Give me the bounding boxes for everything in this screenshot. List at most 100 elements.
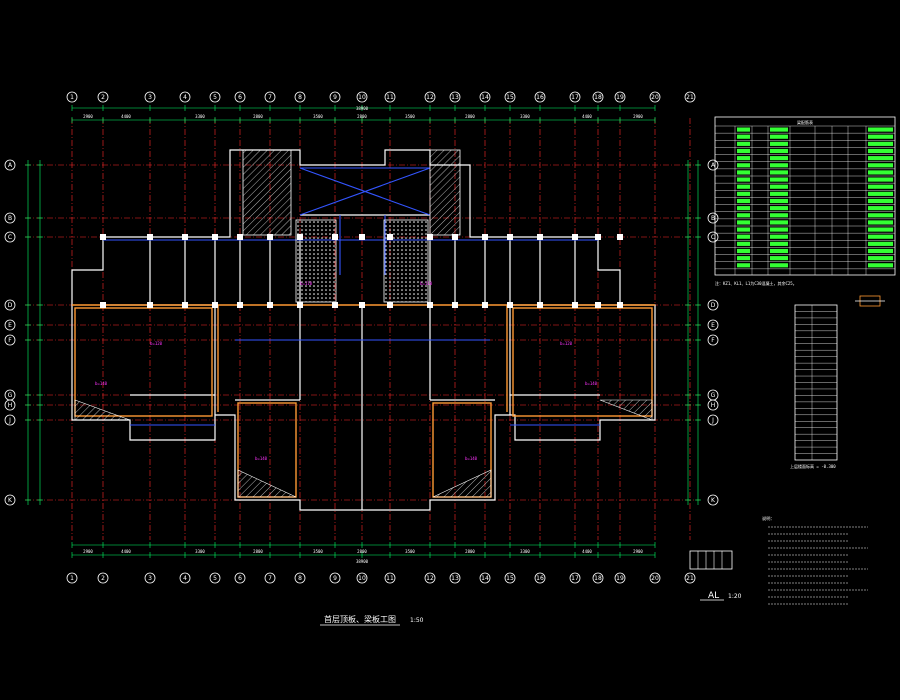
svg-text:16: 16 xyxy=(536,94,544,101)
column-square xyxy=(572,302,578,308)
svg-text:14: 14 xyxy=(481,575,489,582)
schedule-cell-fill xyxy=(868,263,893,268)
schedule-cell-fill xyxy=(770,263,788,268)
schedule-cell-fill xyxy=(770,177,788,182)
schedule-cell-fill xyxy=(770,241,788,246)
schedule-cell-fill xyxy=(868,206,893,211)
column-square xyxy=(595,234,601,240)
room-label: b=140 xyxy=(255,456,268,461)
svg-text:5: 5 xyxy=(213,94,217,101)
axis-bubble-bottom: 12 xyxy=(424,572,436,584)
axis-bubble-left: C xyxy=(4,231,16,243)
svg-text:12: 12 xyxy=(426,575,434,582)
schedule-cell-fill xyxy=(770,134,788,139)
schedule-cell-fill xyxy=(868,127,893,132)
axis-bubble-left: J xyxy=(4,414,16,426)
dimension-segment-text: 3500 xyxy=(313,114,323,119)
column-square xyxy=(182,302,188,308)
axis-bubble-bottom: 5 xyxy=(209,572,221,584)
column-square xyxy=(359,234,365,240)
column-square xyxy=(332,302,338,308)
svg-text:G: G xyxy=(8,392,13,399)
schedule-cell-fill xyxy=(770,141,788,146)
axis-bubble-right: D xyxy=(707,299,719,311)
notes-heading: 说明： xyxy=(762,515,775,522)
svg-text:C: C xyxy=(8,234,12,241)
room-label: b=140 xyxy=(465,456,478,461)
axis-bubble-left: D xyxy=(4,299,16,311)
schedule-cell-fill xyxy=(868,220,893,225)
dimension-segment-text: 2800 xyxy=(357,549,367,554)
svg-text:15: 15 xyxy=(506,575,514,582)
schedule-cell-fill xyxy=(770,170,788,175)
dimension-segment-text: 3500 xyxy=(405,114,415,119)
column-square xyxy=(297,302,303,308)
schedule-cell-fill xyxy=(770,220,788,225)
schedule-cell-fill xyxy=(868,191,893,196)
schedule-cell-fill xyxy=(770,148,788,154)
axis-bubble-right: A xyxy=(707,159,719,171)
axis-bubble-top: 15 xyxy=(504,91,516,103)
svg-text:E: E xyxy=(8,322,12,329)
room-label: b=110 xyxy=(300,281,313,286)
axis-bubble-left: B xyxy=(4,212,16,224)
detail-title: AL xyxy=(708,591,719,601)
svg-text:3: 3 xyxy=(148,94,152,101)
axis-bubble-top: 18 xyxy=(592,91,604,103)
schedule-cell-fill xyxy=(737,170,750,175)
column-square xyxy=(595,302,601,308)
svg-text:16: 16 xyxy=(536,575,544,582)
schedule-cell-fill xyxy=(868,148,893,154)
schedule-cell-fill xyxy=(868,156,893,161)
svg-text:19: 19 xyxy=(616,94,624,101)
axis-bubble-right: J xyxy=(707,414,719,426)
column-square xyxy=(359,302,365,308)
svg-text:E: E xyxy=(711,322,715,329)
axis-bubble-top: 9 xyxy=(329,91,341,103)
axis-bubble-bottom: 15 xyxy=(504,572,516,584)
column-square xyxy=(427,302,433,308)
dimension-segment-text: 2800 xyxy=(465,114,475,119)
svg-text:A: A xyxy=(8,162,13,169)
svg-text:K: K xyxy=(8,497,13,504)
svg-text:C: C xyxy=(711,234,715,241)
svg-text:18: 18 xyxy=(594,94,602,101)
column-square xyxy=(537,234,543,240)
svg-text:6: 6 xyxy=(238,575,242,582)
bottom-total-dimension: 38900 xyxy=(356,559,369,564)
axis-bubble-top: 21 xyxy=(684,91,696,103)
svg-text:17: 17 xyxy=(571,575,579,582)
schedule-cell-fill xyxy=(737,177,750,182)
svg-text:B: B xyxy=(711,215,715,222)
schedule-cell-fill xyxy=(770,156,788,161)
main-title-block: 首层顶板、梁板工图 1:50 xyxy=(320,614,424,626)
svg-text:13: 13 xyxy=(451,575,459,582)
axis-bubble-bottom: 7 xyxy=(264,572,276,584)
axis-bubble-bottom: 8 xyxy=(294,572,306,584)
axis-bubble-bottom: 4 xyxy=(179,572,191,584)
detail-al: AL 1:20 xyxy=(689,550,742,601)
svg-text:7: 7 xyxy=(268,575,272,582)
column-square xyxy=(267,302,273,308)
svg-text:9: 9 xyxy=(333,94,337,101)
axis-bubble-top: 16 xyxy=(534,91,546,103)
schedule-cell-fill xyxy=(737,206,750,211)
schedule-cell-fill xyxy=(770,163,788,168)
schedule-cell-fill xyxy=(770,213,788,218)
axis-bubble-left: F xyxy=(4,334,16,346)
column-square xyxy=(237,234,243,240)
room-label: b=140 xyxy=(585,381,598,386)
schedule-cell-fill xyxy=(737,184,750,189)
schedule-cell-fill xyxy=(737,198,750,204)
dimension-lines xyxy=(25,105,701,558)
room-label: b=120 xyxy=(560,341,573,346)
schedule-cell-fill xyxy=(770,184,788,189)
svg-text:2: 2 xyxy=(101,94,105,101)
axis-bubble-top: 8 xyxy=(294,91,306,103)
axis-bubble-bottom: 16 xyxy=(534,572,546,584)
axis-bubble-bottom: 18 xyxy=(592,572,604,584)
